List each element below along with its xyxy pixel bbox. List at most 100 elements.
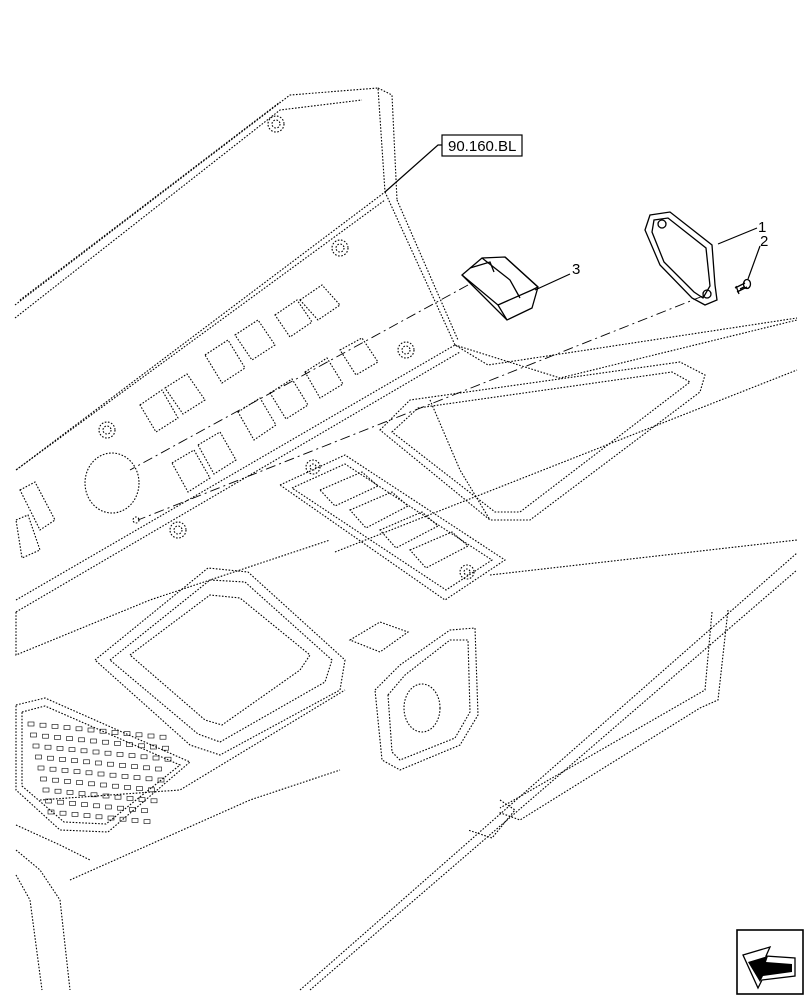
mat-texture-cell xyxy=(44,744,52,750)
mat-texture-cell xyxy=(30,732,37,738)
mat-texture-cell xyxy=(78,791,86,796)
mat-texture-cell xyxy=(61,768,69,773)
mat-texture-cell xyxy=(117,805,124,811)
mat-texture-cell xyxy=(52,777,59,783)
mat-texture-cell xyxy=(27,721,35,727)
mat-texture-cell xyxy=(37,765,45,771)
mat-texture-cell xyxy=(83,813,91,818)
callout-leaders xyxy=(534,227,761,291)
mat-texture-cell xyxy=(75,726,83,732)
mat-texture-cell xyxy=(141,808,148,813)
mat-texture-cell xyxy=(42,733,49,739)
mat-texture-cell xyxy=(97,771,105,777)
mat-texture-cell xyxy=(88,781,95,787)
mat-texture-cell xyxy=(57,799,64,805)
mat-texture-cell xyxy=(80,748,88,754)
mat-texture-cell xyxy=(47,755,54,761)
next-page-arrow-icon[interactable] xyxy=(736,929,804,995)
mat-texture-cell xyxy=(59,757,66,762)
mat-texture-cell xyxy=(129,807,136,812)
tray-recess xyxy=(379,361,706,521)
mat-texture-cell xyxy=(47,809,55,815)
mat-texture-cell xyxy=(63,725,71,730)
mat-texture-cell xyxy=(112,783,119,789)
mat-texture-cell xyxy=(124,785,131,790)
mat-texture-cell xyxy=(114,741,121,746)
mat-texture-cell xyxy=(119,816,127,822)
mat-texture-cell xyxy=(51,724,59,729)
mat-texture-cell xyxy=(64,779,71,784)
mat-texture-cell xyxy=(59,810,67,816)
mat-texture-cell xyxy=(99,728,107,734)
mat-texture-cell xyxy=(143,819,151,824)
mat-texture-cell xyxy=(107,815,115,821)
mat-texture-cell xyxy=(111,730,119,735)
mat-texture-cell xyxy=(128,753,136,758)
mat-texture-cell xyxy=(92,749,100,755)
mounting-boss xyxy=(374,627,479,771)
mat-texture-cell xyxy=(42,787,50,793)
mat-texture-cell xyxy=(162,745,169,751)
mat-texture-cell xyxy=(136,786,143,791)
mat-texture-cell xyxy=(102,793,110,799)
mat-texture-cell xyxy=(116,752,124,757)
mat-texture-cell xyxy=(40,776,47,782)
mat-texture-cell xyxy=(95,814,103,820)
mat-texture-cell xyxy=(45,798,52,804)
mat-texture-cell xyxy=(105,804,112,810)
mat-texture-cell xyxy=(143,765,150,771)
mat-texture-cell xyxy=(109,772,117,778)
mat-texture-cell xyxy=(150,798,158,804)
mat-texture-cell xyxy=(73,769,81,774)
mat-texture-cell xyxy=(81,802,88,807)
rocker-switch-panel xyxy=(278,454,506,601)
assembly-lines xyxy=(129,284,704,524)
mat-texture-cell xyxy=(147,733,155,739)
mat-texture-cell xyxy=(69,801,76,806)
reference-box xyxy=(441,134,523,157)
mat-texture-cell xyxy=(71,758,78,763)
mat-texture-cell xyxy=(138,743,145,749)
mat-texture-cell xyxy=(152,755,160,761)
mat-texture-cell xyxy=(148,787,155,793)
reference-callout: 90.160.BL xyxy=(384,134,523,193)
mat-texture-cell xyxy=(71,812,79,817)
mat-texture-cell xyxy=(138,797,146,802)
part-3-switch-blank xyxy=(461,256,539,321)
mat-texture-cell xyxy=(54,788,62,794)
mat-texture-cell xyxy=(140,754,148,760)
mat-texture-cell xyxy=(35,754,42,760)
mat-texture-cell xyxy=(93,803,100,809)
mat-texture-cell xyxy=(85,770,93,776)
textured-mat xyxy=(15,697,192,833)
mat-texture-cell xyxy=(76,780,83,785)
mat-texture-cell xyxy=(155,766,162,772)
armrest-cushion xyxy=(94,567,410,756)
mat-texture-cell xyxy=(145,776,153,782)
switch-panel xyxy=(15,115,415,559)
mat-texture-cell xyxy=(90,738,97,744)
mat-texture-cell xyxy=(107,761,114,767)
mat-texture-cell xyxy=(66,790,74,795)
mat-texture-cell xyxy=(68,747,76,752)
panel-screw xyxy=(98,115,415,539)
mat-texture-cell xyxy=(159,734,167,740)
part-2-screw xyxy=(734,278,752,295)
callout-1: 1 xyxy=(758,219,766,236)
callout-2: 2 xyxy=(760,233,768,250)
round-plug xyxy=(84,452,140,514)
mat-texture xyxy=(27,721,172,824)
mat-texture-cell xyxy=(135,732,143,738)
mat-texture-cell xyxy=(78,737,85,743)
mat-texture-cell xyxy=(54,735,61,740)
mat-texture-cell xyxy=(114,794,122,800)
callout-3: 3 xyxy=(572,261,580,278)
mat-texture-cell xyxy=(131,818,139,823)
mat-texture-cell xyxy=(121,774,129,779)
mat-texture-cell xyxy=(131,764,138,769)
mat-texture-cell xyxy=(104,750,112,756)
mat-texture-cell xyxy=(87,727,95,733)
mat-texture-cell xyxy=(126,742,133,747)
mat-texture-cell xyxy=(164,756,172,762)
